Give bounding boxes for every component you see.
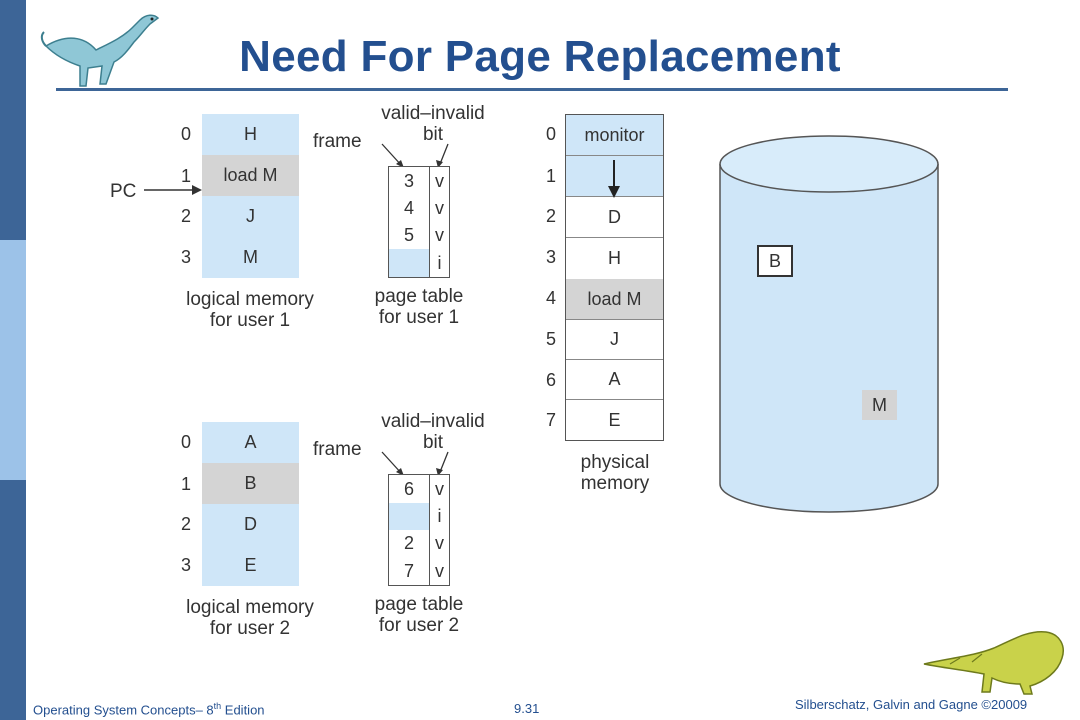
- pm-frame-2: D: [566, 197, 663, 238]
- footer-page-number: 9.31: [514, 701, 539, 716]
- lm2-cell-2: D: [202, 504, 299, 545]
- pt1-caption-line2: for user 1: [356, 307, 482, 329]
- pt2-valid-invalid-line1: valid–invalid: [368, 411, 498, 433]
- lm1-index-0: 0: [181, 124, 191, 145]
- pm-index-4: 4: [546, 288, 556, 309]
- lm1-cell-2: J: [202, 196, 299, 237]
- pm-down-arrow-icon: [604, 160, 624, 200]
- pt2-frame-2: 2: [389, 530, 429, 557]
- pm-index-7: 7: [546, 410, 556, 431]
- dinosaur-logo-icon: [36, 6, 166, 92]
- pt1-caption-line1: page table: [356, 286, 482, 308]
- pt2-bit-3: v: [429, 557, 449, 585]
- pt2-frame-0: 6: [389, 475, 429, 503]
- pm-frame-0: monitor: [566, 115, 663, 156]
- pt2-frame-1: [389, 503, 429, 530]
- title-divider: [56, 88, 1008, 91]
- lm2-cell-1: B: [202, 463, 299, 504]
- pm-caption-line2: memory: [560, 473, 670, 495]
- pt2-caption-line2: for user 2: [356, 615, 482, 637]
- pm-frame-5: J: [566, 320, 663, 360]
- pm-index-3: 3: [546, 247, 556, 268]
- lm1-cell-3: M: [202, 237, 299, 278]
- lm2-index-0: 0: [181, 432, 191, 453]
- pm-frame-6: A: [566, 360, 663, 400]
- lm2-cell-3: E: [202, 545, 299, 586]
- pm-frame-7: E: [566, 400, 663, 440]
- lm2-index-2: 2: [181, 514, 191, 535]
- pt1-bit-2: v: [429, 222, 449, 249]
- pt2-bit-2: v: [429, 530, 449, 557]
- pt1-bit-0: v: [429, 167, 449, 195]
- lm1-caption-line1: logical memory: [170, 289, 330, 311]
- pt1-frame-label: frame: [313, 131, 362, 153]
- pm-index-1: 1: [546, 166, 556, 187]
- pt1-valid-invalid-line1: valid–invalid: [368, 103, 498, 125]
- lm2-index-1: 1: [181, 474, 191, 495]
- lm1-cell-1: load M: [202, 155, 299, 196]
- pt1-table: 3 v 4 v 5 v i: [388, 166, 450, 278]
- left-accent-band: [0, 0, 26, 720]
- pt2-bit-0: v: [429, 475, 449, 503]
- pt2-caption-line1: page table: [356, 594, 482, 616]
- pm-index-5: 5: [546, 329, 556, 350]
- disk-block-m: M: [862, 390, 897, 420]
- pm-index-6: 6: [546, 370, 556, 391]
- pm-frame-3: H: [566, 238, 663, 279]
- disk-block-b: B: [757, 245, 793, 277]
- lm1-index-2: 2: [181, 206, 191, 227]
- pm-index-2: 2: [546, 206, 556, 227]
- pt2-frame-label: frame: [313, 439, 362, 461]
- pt1-frame-1: 4: [389, 195, 429, 222]
- lm1-index-3: 3: [181, 247, 191, 268]
- pm-index-0: 0: [546, 124, 556, 145]
- pm-caption-line1: physical: [560, 452, 670, 474]
- pt2-table: 6 v i 2 v 7 v: [388, 474, 450, 586]
- pt2-frame-3: 7: [389, 557, 429, 585]
- lm2-caption-line1: logical memory: [170, 597, 330, 619]
- lm1-caption-line2: for user 1: [170, 310, 330, 332]
- footer-book-title: Operating System Concepts– 8th Edition: [33, 701, 265, 717]
- lm1-cell-0: H: [202, 114, 299, 155]
- pt2-bit-1: i: [429, 503, 449, 530]
- lm2-caption-line2: for user 2: [170, 618, 330, 640]
- pm-frame-4: load M: [566, 279, 663, 320]
- pt1-frame-2: 5: [389, 222, 429, 249]
- lm2-index-3: 3: [181, 555, 191, 576]
- lm2-cell-0: A: [202, 422, 299, 463]
- pt1-frame-0: 3: [389, 167, 429, 195]
- pt1-bit-3: i: [429, 249, 449, 277]
- disk-cylinder: [716, 134, 942, 518]
- pc-arrow-icon: [144, 182, 204, 198]
- pt1-bit-1: v: [429, 195, 449, 222]
- dinosaur-bottom-icon: [920, 618, 1070, 696]
- pc-label: PC: [110, 181, 136, 203]
- footer-authors: Silberschatz, Galvin and Gagne ©20009: [795, 697, 1027, 712]
- pt1-frame-3: [389, 249, 429, 277]
- page-title: Need For Page Replacement: [180, 32, 900, 82]
